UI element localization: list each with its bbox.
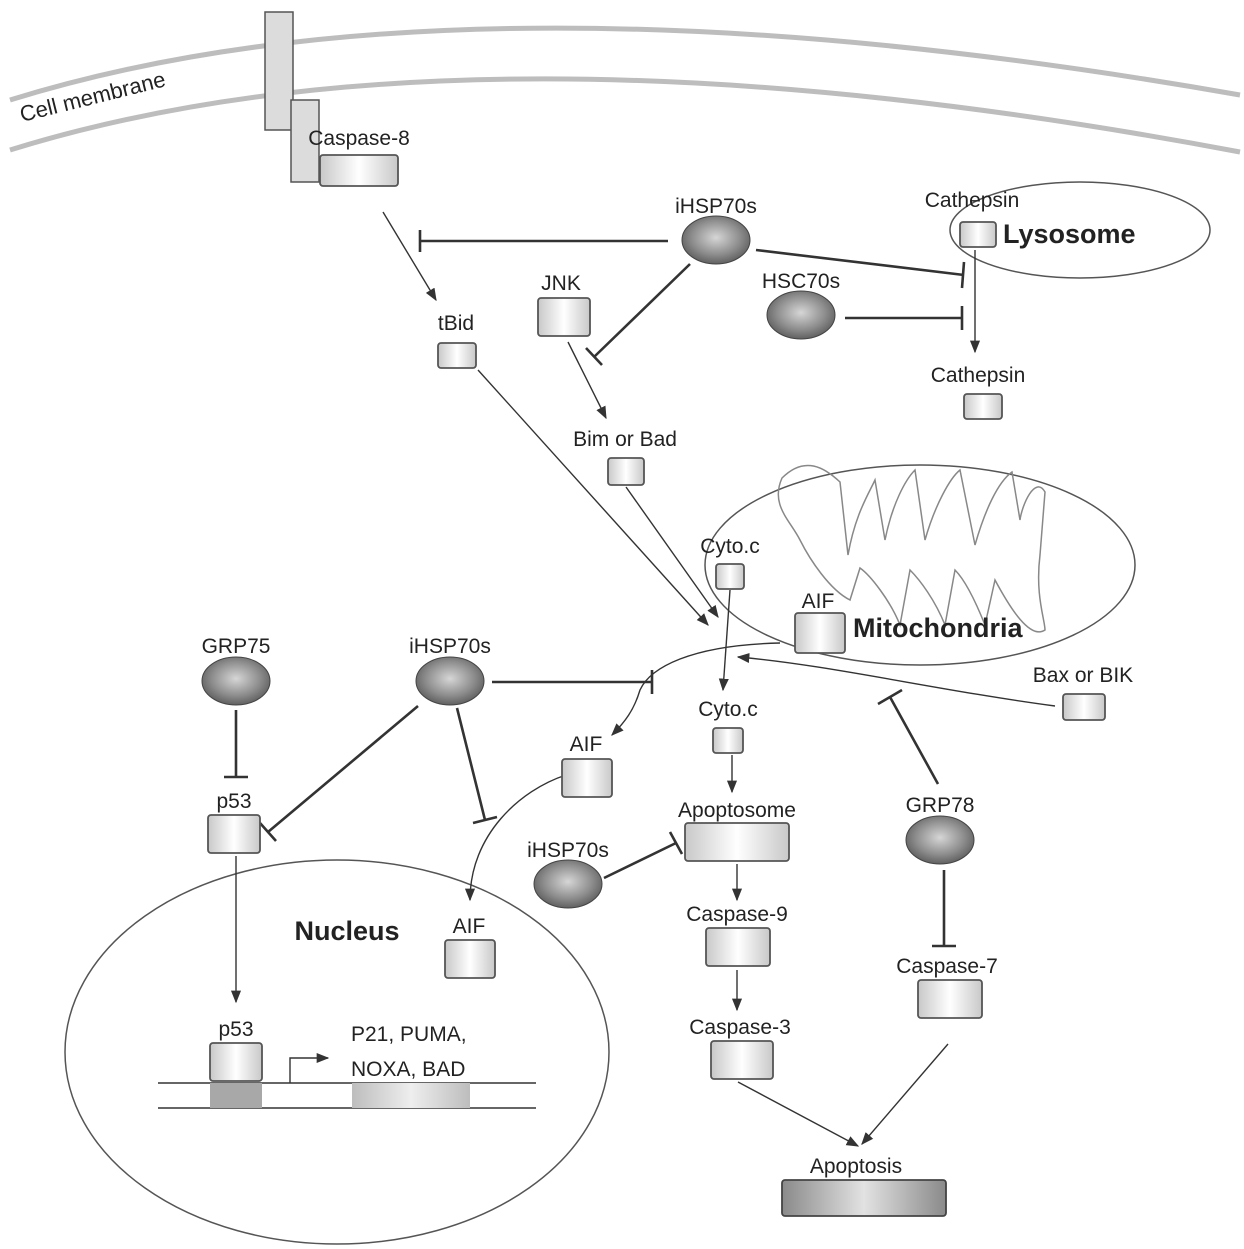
aif-mito-box — [794, 612, 846, 654]
caspase7-box — [917, 979, 983, 1019]
p53-cytosol-box — [207, 814, 261, 854]
p53-nucleus-label: p53 — [218, 1018, 253, 1041]
lysosome-ellipse — [949, 181, 1211, 279]
cathepsin-lysosome-box — [959, 221, 997, 248]
cathepsin-released-box — [963, 393, 1003, 420]
ihsp70s-low-label: iHSP70s — [527, 839, 609, 862]
ihsp70s-top-label: iHSP70s — [675, 195, 757, 218]
target-genes-label-line2: NOXA, BAD — [351, 1058, 465, 1081]
ihsp70s-mid-label: iHSP70s — [409, 635, 491, 658]
jnk-box — [537, 297, 591, 337]
grp75-inhibits-p53 — [224, 710, 248, 779]
bax-bik-box — [1062, 693, 1106, 721]
apoptosome-box — [684, 822, 790, 862]
caspase3-to-apoptosis-arrow — [737, 1081, 860, 1147]
tbid-to-mitochondria-arrow — [477, 369, 709, 626]
p53-transcription-arrow — [289, 1052, 330, 1083]
ihsp70s-inhibits-p53 — [259, 705, 419, 842]
bim-bad-to-mitochondria-arrow — [625, 486, 719, 619]
apoptosis-label: Apoptosis — [810, 1155, 902, 1178]
cytochrome-c-release-arrow — [718, 589, 731, 692]
ihsp70s-inhibits-tbid-activation — [418, 230, 668, 252]
grp75-oval — [201, 656, 271, 706]
cytochrome-c-cytosol-box — [712, 727, 744, 754]
caspase9-label: Caspase-9 — [686, 903, 788, 926]
cytochrome-c-mito-label: Cyto.c — [700, 535, 760, 558]
hsc70s-oval — [766, 290, 836, 340]
grp78-inhibits-bax-pathway — [877, 688, 940, 785]
target-genes-label-line1: P21, PUMA, — [351, 1023, 467, 1046]
caspase3-label: Caspase-3 — [689, 1016, 791, 1039]
jnk-to-bim-bad-arrow — [567, 341, 607, 420]
aif-nucleus-label: AIF — [453, 915, 486, 938]
mitochondria-label: Mitochondria — [853, 613, 1023, 643]
tbid-box — [437, 342, 477, 369]
nucleus-label: Nucleus — [294, 916, 399, 946]
death-receptor-bar — [264, 11, 294, 131]
ihsp70s-inhibits-apoptosome — [603, 831, 684, 880]
death-receptor-bar-inner — [290, 99, 320, 183]
cytochrome-c-cytosol-label: Cyto.c — [698, 698, 758, 721]
grp78-inhibits-caspase7 — [932, 870, 956, 948]
aif-cytosol-box — [561, 758, 613, 798]
mitochondria — [704, 464, 1136, 666]
aif-cytosol-label: AIF — [570, 733, 603, 756]
tbid-label: tBid — [438, 312, 474, 335]
cathepsin-lysosome-label: Cathepsin — [925, 189, 1020, 212]
grp78-label: GRP78 — [906, 794, 975, 817]
ihsp70s-top-oval — [681, 215, 751, 265]
caspase8-label: Caspase-8 — [308, 127, 410, 150]
aif-mito-label: AIF — [802, 590, 835, 613]
aif-release-arrow — [611, 642, 781, 736]
cytochrome-c-mito-box — [715, 563, 745, 590]
ihsp70s-mid-oval — [415, 656, 485, 706]
apoptosome-label: Apoptosome — [678, 799, 796, 822]
dna-strand — [158, 1082, 536, 1109]
caspase3-box — [710, 1040, 774, 1080]
bim-bad-box — [607, 457, 645, 486]
caspase7-to-apoptosis-arrow — [861, 1043, 949, 1145]
aif-nucleus-box — [444, 939, 496, 979]
hsc70s-label: HSC70s — [762, 270, 840, 293]
ihsp70s-inhibits-aif-nuclear-import — [455, 707, 498, 825]
p53-cytosol-label: p53 — [216, 790, 251, 813]
bax-bik-label: Bax or BIK — [1033, 664, 1133, 687]
cathepsin-released-label: Cathepsin — [931, 364, 1026, 387]
ihsp70s-inhibits-bim-bad — [585, 263, 691, 366]
ihsp70s-inhibits-aif-release — [492, 670, 654, 694]
p53-nucleus-box — [209, 1042, 263, 1082]
aif-nuclear-translocation-arrow — [464, 774, 567, 902]
caspase8-to-tbid-arrow — [382, 211, 437, 302]
grp78-oval — [905, 815, 975, 865]
nucleus-ellipse — [64, 859, 610, 1245]
ihsp70s-inhibits-lysosome — [755, 248, 966, 289]
caspase7-label: Caspase-7 — [896, 955, 998, 978]
caspase9-box — [705, 927, 771, 967]
grp75-label: GRP75 — [202, 635, 271, 658]
hsc70s-inhibits-lysosome — [845, 306, 964, 330]
lysosome-label: Lysosome — [1003, 219, 1136, 249]
bax-bik-to-mitochondria-arrow — [736, 652, 1056, 707]
caspase8-box — [319, 154, 399, 187]
ihsp70s-low-oval — [533, 859, 603, 909]
apoptosis-box — [781, 1179, 947, 1217]
cell-membrane — [9, 25, 1241, 155]
bim-bad-label: Bim or Bad — [573, 428, 677, 451]
jnk-label: JNK — [541, 272, 581, 295]
